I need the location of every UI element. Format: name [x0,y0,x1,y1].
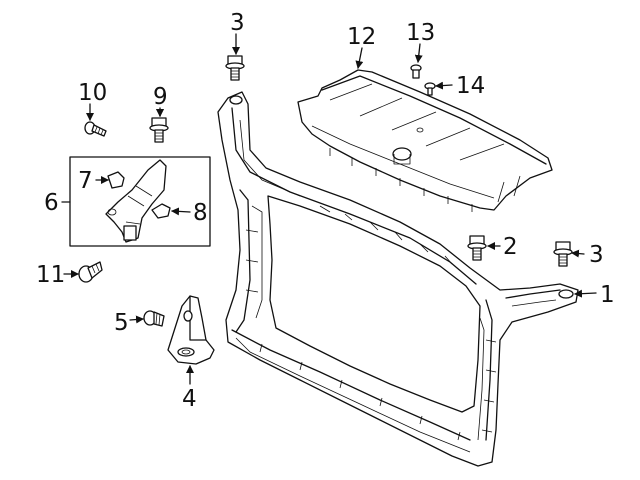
callout-7: 7 [78,168,93,194]
callout-9: 9 [153,84,168,110]
bolt-part-2 [467,235,487,261]
callout-10: 10 [78,80,107,106]
bolt-part-3-top [225,55,245,81]
callout-1: 1 [600,282,615,308]
callout-8: 8 [193,200,208,226]
clip-part-7 [107,171,125,189]
callout-3-right: 3 [589,242,604,268]
clip-part-13 [410,64,422,79]
callout-14: 14 [456,73,485,99]
clip-part-14 [424,82,436,96]
callout-13: 13 [406,20,435,46]
callout-2: 2 [503,234,518,260]
bolt-part-11 [78,261,103,283]
callout-5: 5 [114,310,129,336]
bolt-part-9 [149,117,169,143]
radiator-support-frame [217,91,579,467]
lower-bracket [167,295,215,365]
screw-part-10 [84,121,107,137]
callout-11: 11 [36,262,65,288]
callout-labels: 3 12 13 14 10 9 7 6 8 2 3 11 1 5 4 [36,10,615,412]
bolt-part-5 [143,310,165,327]
clip-part-8 [151,203,171,219]
callout-12: 12 [347,24,376,50]
air-deflector-panel [297,69,553,212]
hood-latch-bracket [105,159,167,243]
callout-3-top: 3 [230,10,245,36]
bolt-part-3-right [553,241,573,267]
callout-6: 6 [44,190,59,216]
leader-lines [61,33,597,385]
callout-4: 4 [182,386,197,412]
